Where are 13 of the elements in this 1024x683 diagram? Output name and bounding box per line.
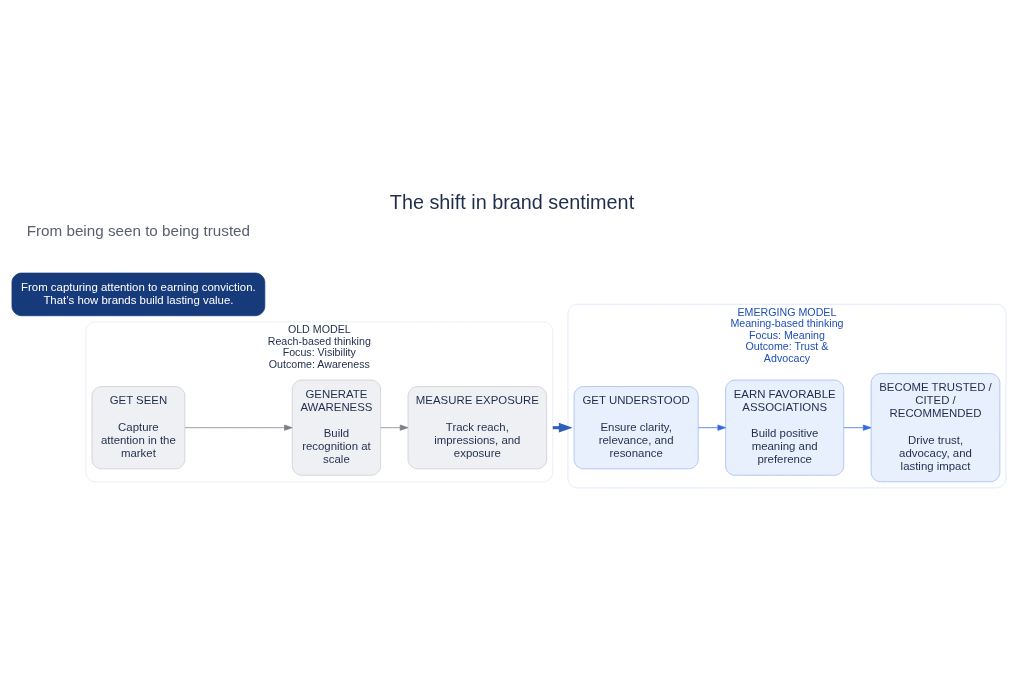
arrow <box>184 424 293 431</box>
node-box: EARN FAVORABLE ASSOCIATIONS Build positive meaning and preference <box>725 379 845 476</box>
node-box: GET UNDERSTOOD Ensure clarity, relevance, and resonance <box>573 385 699 469</box>
node-box: MEASURE EXPOSURE Track reach, impressions, and exposure <box>407 385 548 469</box>
arrow <box>698 424 726 431</box>
arrow <box>843 424 872 431</box>
label: From being seen to being trusted <box>26 221 251 239</box>
node-box: From capturing attention to earning conviction. That’s how brands build lasting value. <box>11 272 266 316</box>
diagram-title: The shift in brand sentiment <box>389 190 635 213</box>
arrow <box>380 424 409 431</box>
node-box: GET SEEN Capture attention in the market <box>91 385 186 469</box>
node-box: BECOME TRUSTED / CITED / RECOMMENDED Drive trust, advocacy, and lasting impact <box>870 372 1001 482</box>
node-box: GENERATE AWARENESS Build recognition at scale <box>291 379 381 476</box>
